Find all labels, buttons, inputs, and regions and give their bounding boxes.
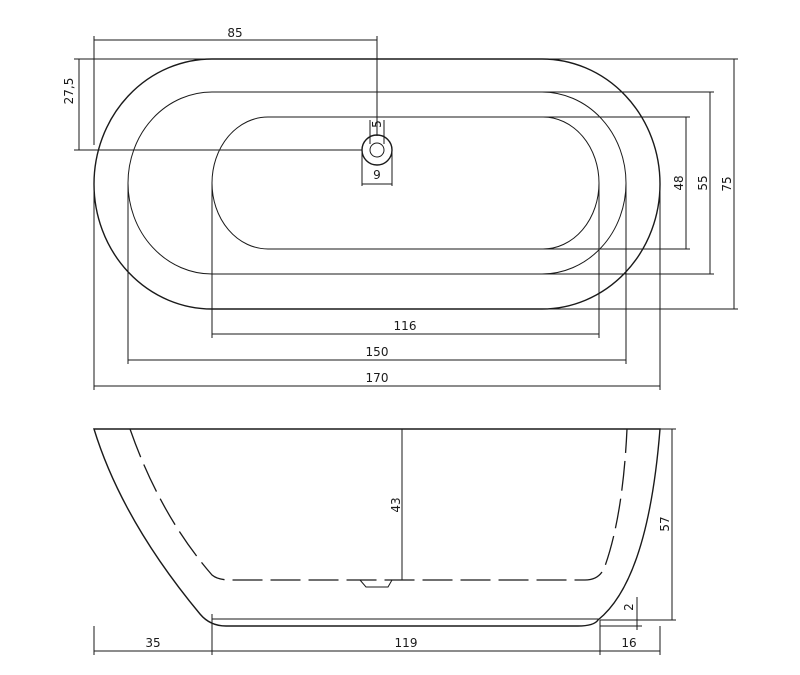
top-view: 85 27,5 5 9 48 5 xyxy=(62,26,738,390)
dimension-label-middle-width: 55 xyxy=(696,175,710,190)
inner-basin-hidden-line xyxy=(129,428,628,581)
drain-outlet xyxy=(359,579,393,588)
dimension-inner-width: 48 xyxy=(543,116,690,250)
dimension-depth: 43 xyxy=(389,429,403,580)
dimension-label-depth: 43 xyxy=(389,497,403,512)
dimension-label-drain-offset: 85 xyxy=(227,26,242,40)
dimension-label-height: 57 xyxy=(658,516,672,531)
tub-profile-outline xyxy=(93,428,661,627)
dimension-middle-width: 55 xyxy=(542,91,714,275)
inner-basin-outline xyxy=(211,116,600,250)
dimension-middle-length: 150 xyxy=(127,183,627,364)
dimension-drain-small: 5 xyxy=(369,120,385,144)
dimension-label-inner-length: 116 xyxy=(394,319,417,333)
drain-inner-ring xyxy=(369,142,385,158)
dimension-base-thickness: 2 xyxy=(600,597,642,630)
dimension-label-right-overhang: 16 xyxy=(621,636,636,650)
dimension-label-drain-small: 5 xyxy=(370,120,384,128)
drain-outer-ring xyxy=(361,134,393,166)
drain xyxy=(361,134,393,166)
dimension-label-outer-width: 75 xyxy=(720,176,734,191)
dimension-label-inner-width: 48 xyxy=(672,175,686,190)
dimension-inner-length: 116 xyxy=(211,183,600,338)
dimension-outer-width: 75 xyxy=(542,58,738,310)
dimension-height: 57 xyxy=(600,428,676,621)
dimension-label-left-overhang: 35 xyxy=(145,636,160,650)
dimension-label-outer-length: 170 xyxy=(366,371,389,385)
dimension-drain-center-depth: 27,5 xyxy=(62,58,362,151)
dimension-label-drain-center-depth: 27,5 xyxy=(62,78,76,105)
dimension-outer-length: 170 xyxy=(93,183,661,390)
dimension-label-base-thickness: 2 xyxy=(622,603,636,611)
dimension-label-base-length: 119 xyxy=(395,636,418,650)
side-view: 43 57 2 35 119 16 xyxy=(93,428,676,655)
dimension-label-middle-length: 150 xyxy=(366,345,389,359)
dimension-drain-diameter: 9 xyxy=(361,150,393,186)
dimension-drain-offset: 85 xyxy=(93,26,378,145)
dimension-bottom-chain: 35 119 16 xyxy=(93,614,661,655)
dimension-label-drain-diameter: 9 xyxy=(373,168,381,182)
